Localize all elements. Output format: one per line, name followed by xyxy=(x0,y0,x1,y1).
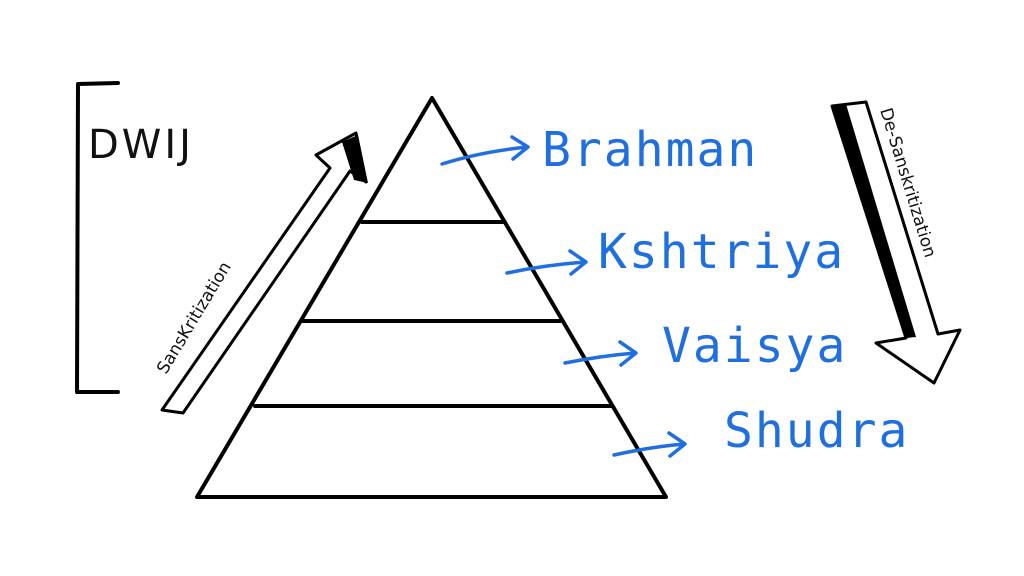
bracket-line xyxy=(75,81,120,394)
de-sanskritization-arrow: De-Sanskritization xyxy=(830,100,962,385)
tier-label-shudra: Shudra xyxy=(724,403,909,459)
tier-label-vaisya: Vaisya xyxy=(662,318,847,374)
dwij-bracket: DWIJ xyxy=(75,81,194,394)
tier-label-kshtriya: Kshtriya xyxy=(598,224,845,280)
sanskritization-label: SansKritization xyxy=(153,258,236,377)
sanskritization-arrow-head-shade xyxy=(342,135,368,183)
sanskritization-arrow-shape xyxy=(160,131,368,415)
tier-brahman: Brahman xyxy=(440,122,758,178)
tier-label-brahman: Brahman xyxy=(542,122,758,178)
brahman-pointer-arrow xyxy=(440,135,530,166)
pyramid xyxy=(195,96,668,499)
sanskritization-arrow: SansKritization xyxy=(153,131,368,415)
vaisya-pointer-arrow xyxy=(563,340,638,367)
tier-kshtriya: Kshtriya xyxy=(505,224,845,280)
pyramid-outline xyxy=(195,96,668,499)
tier-vaisya: Vaisya xyxy=(563,318,847,374)
dwij-label: DWIJ xyxy=(88,122,194,168)
shudra-pointer-arrow xyxy=(612,431,687,458)
de-sanskritization-arrow-shade xyxy=(832,104,916,338)
kshtriya-pointer-arrow xyxy=(505,249,588,276)
tier-shudra: Shudra xyxy=(612,403,909,459)
de-sanskritization-arrow-shape xyxy=(830,100,962,385)
